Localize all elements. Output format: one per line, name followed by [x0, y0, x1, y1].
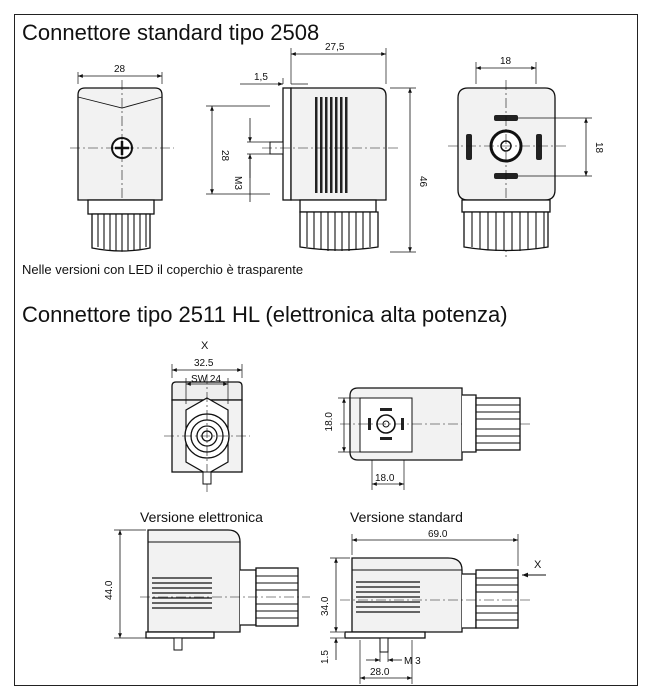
dim-s-height: 34.0	[320, 596, 331, 616]
dim-x-width: 32.5	[194, 358, 214, 369]
dim-x-hex: SW 24	[191, 374, 221, 385]
drawing-frame	[14, 14, 638, 686]
dim-front-width: 28	[114, 64, 126, 75]
view-x-label: X	[201, 340, 209, 352]
standard-version-view	[330, 534, 546, 684]
front-view-2508	[70, 72, 174, 255]
led-note: Nelle versioni con LED il coperchio è tr…	[22, 262, 304, 277]
dim-top-width: 18.0	[375, 473, 395, 484]
dim-e-height: 44.0	[104, 580, 115, 600]
dim-side-total: 27,5	[325, 42, 345, 53]
dim-s-length: 69.0	[428, 529, 448, 540]
dim-s-thread: M 3	[404, 656, 421, 667]
section2-title: Connettore tipo 2511 HL (elettronica alt…	[22, 302, 508, 327]
dim-s-flange: 1.5	[320, 650, 331, 664]
arrow-x-label: X	[534, 559, 542, 571]
section1-title: Connettore standard tipo 2508	[22, 20, 320, 45]
label-electronic-version: Versione elettronica	[140, 509, 263, 525]
dim-side-overall: 46	[417, 176, 428, 188]
dim-side-flange: 1,5	[254, 72, 268, 83]
view-x-2511	[164, 364, 250, 494]
dim-top-height: 18.0	[324, 412, 335, 432]
label-standard-version: Versione standard	[350, 509, 463, 525]
electronic-version-view	[114, 529, 310, 651]
dim-back-width: 18	[500, 56, 512, 67]
top-view-2511	[338, 387, 530, 490]
back-view-2508	[448, 62, 592, 258]
dim-side-height: 28	[219, 150, 230, 162]
dim-back-height: 18	[593, 142, 604, 154]
dim-side-thread: M3	[232, 176, 243, 190]
dim-s-width: 28.0	[370, 667, 390, 678]
side-view-2508	[206, 48, 416, 253]
